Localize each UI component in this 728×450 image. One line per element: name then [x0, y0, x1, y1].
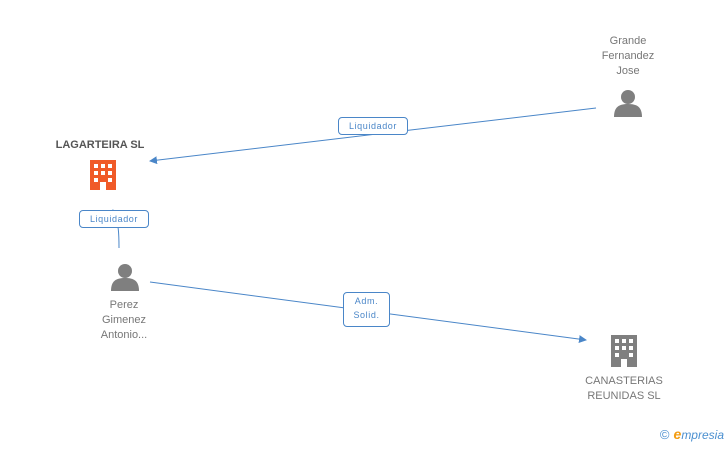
copyright-symbol: ©: [659, 427, 670, 442]
brand-name: mpresia: [681, 428, 724, 442]
edge-label-grande-lagarteira: Liquidador: [338, 117, 408, 135]
person-name-perez[interactable]: Perez Gimenez Antonio...: [100, 299, 148, 341]
company-name-lagarteira[interactable]: LAGARTEIRA SL: [55, 139, 145, 151]
person-name-grande[interactable]: Grande Fernandez Jose: [601, 35, 655, 77]
building-icon: [90, 160, 116, 190]
person-icon: [111, 264, 139, 291]
edge-label-perez-canasterias: Adm. Solid.: [343, 292, 390, 327]
brand-initial: e: [673, 426, 682, 442]
company-name-canasterias[interactable]: CANASTERIAS REUNIDAS SL: [585, 375, 663, 402]
building-icon: [611, 335, 637, 367]
edge-label-perez-lagarteira: Liquidador: [79, 210, 149, 228]
person-icon: [614, 90, 642, 117]
empresia-logo: ©empresia: [660, 426, 724, 442]
